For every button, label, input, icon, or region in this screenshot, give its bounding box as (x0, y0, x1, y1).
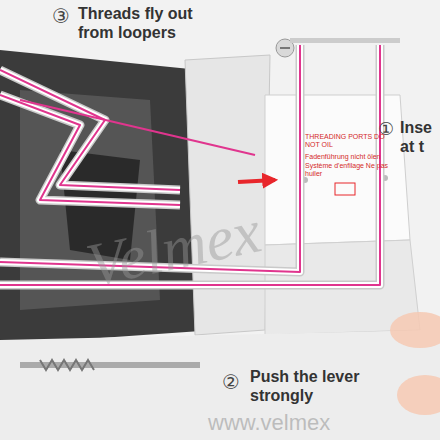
plate-text: THREADING PORTS DO NOT OIL (305, 133, 395, 150)
plate-text: Fadenführung nicht ölen (305, 153, 381, 161)
callout-text: Threads fly out from loopers (78, 4, 228, 42)
machine-interior (0, 50, 215, 345)
watermark: www.velmex (208, 410, 330, 436)
callout-text: Inse at t (400, 118, 436, 156)
watermark: Velmex (80, 193, 267, 302)
no-oil-symbol (335, 183, 355, 195)
threading-plate (265, 95, 410, 245)
base (0, 330, 440, 440)
thread-guide (290, 38, 400, 43)
callout-text: Push the lever strongly (250, 367, 370, 405)
plate-text: Système d'enfilage Ne pas huiler (305, 162, 395, 179)
spring (40, 360, 94, 370)
callout-number: ② (222, 370, 240, 394)
direction-arrow (238, 180, 275, 182)
finger (390, 312, 440, 348)
callout-number: ③ (52, 4, 70, 28)
housing-panel (185, 55, 270, 335)
finger (397, 375, 440, 415)
